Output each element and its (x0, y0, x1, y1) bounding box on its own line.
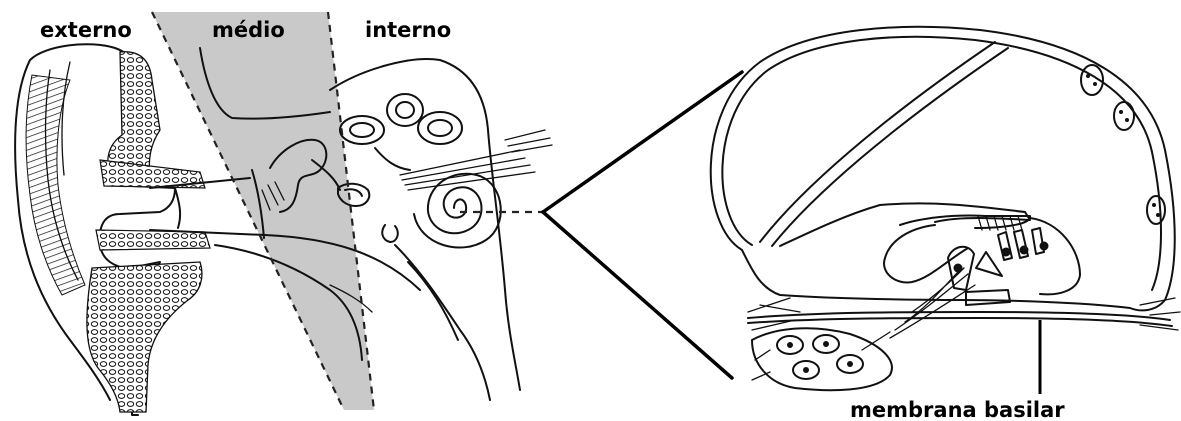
label-basilar-membrane: membrana basilar (850, 398, 1065, 421)
reissner-membrane (760, 42, 995, 242)
cochlea (414, 174, 501, 248)
label-middle-ear: médio (212, 18, 285, 42)
cochlea-cross-section (711, 27, 1180, 394)
hair-cells (948, 228, 1049, 290)
label-outer-ear: externo (40, 18, 132, 42)
cartilage-upper (108, 52, 160, 178)
spiral-limbus (780, 203, 1030, 246)
label-inner-ear: interno (365, 18, 451, 42)
stria-cells (1081, 65, 1165, 224)
zoom-line-bottom (543, 212, 732, 378)
canal-floor (96, 230, 210, 250)
nerve-fibers (890, 268, 975, 338)
middle-ear-region (152, 12, 374, 410)
cochlear-duct-outer (711, 27, 1175, 311)
spiral-ganglion (752, 328, 892, 390)
ear-illustration (15, 12, 552, 415)
pinna-hatching (26, 75, 85, 295)
semicircular-canals (340, 94, 462, 170)
